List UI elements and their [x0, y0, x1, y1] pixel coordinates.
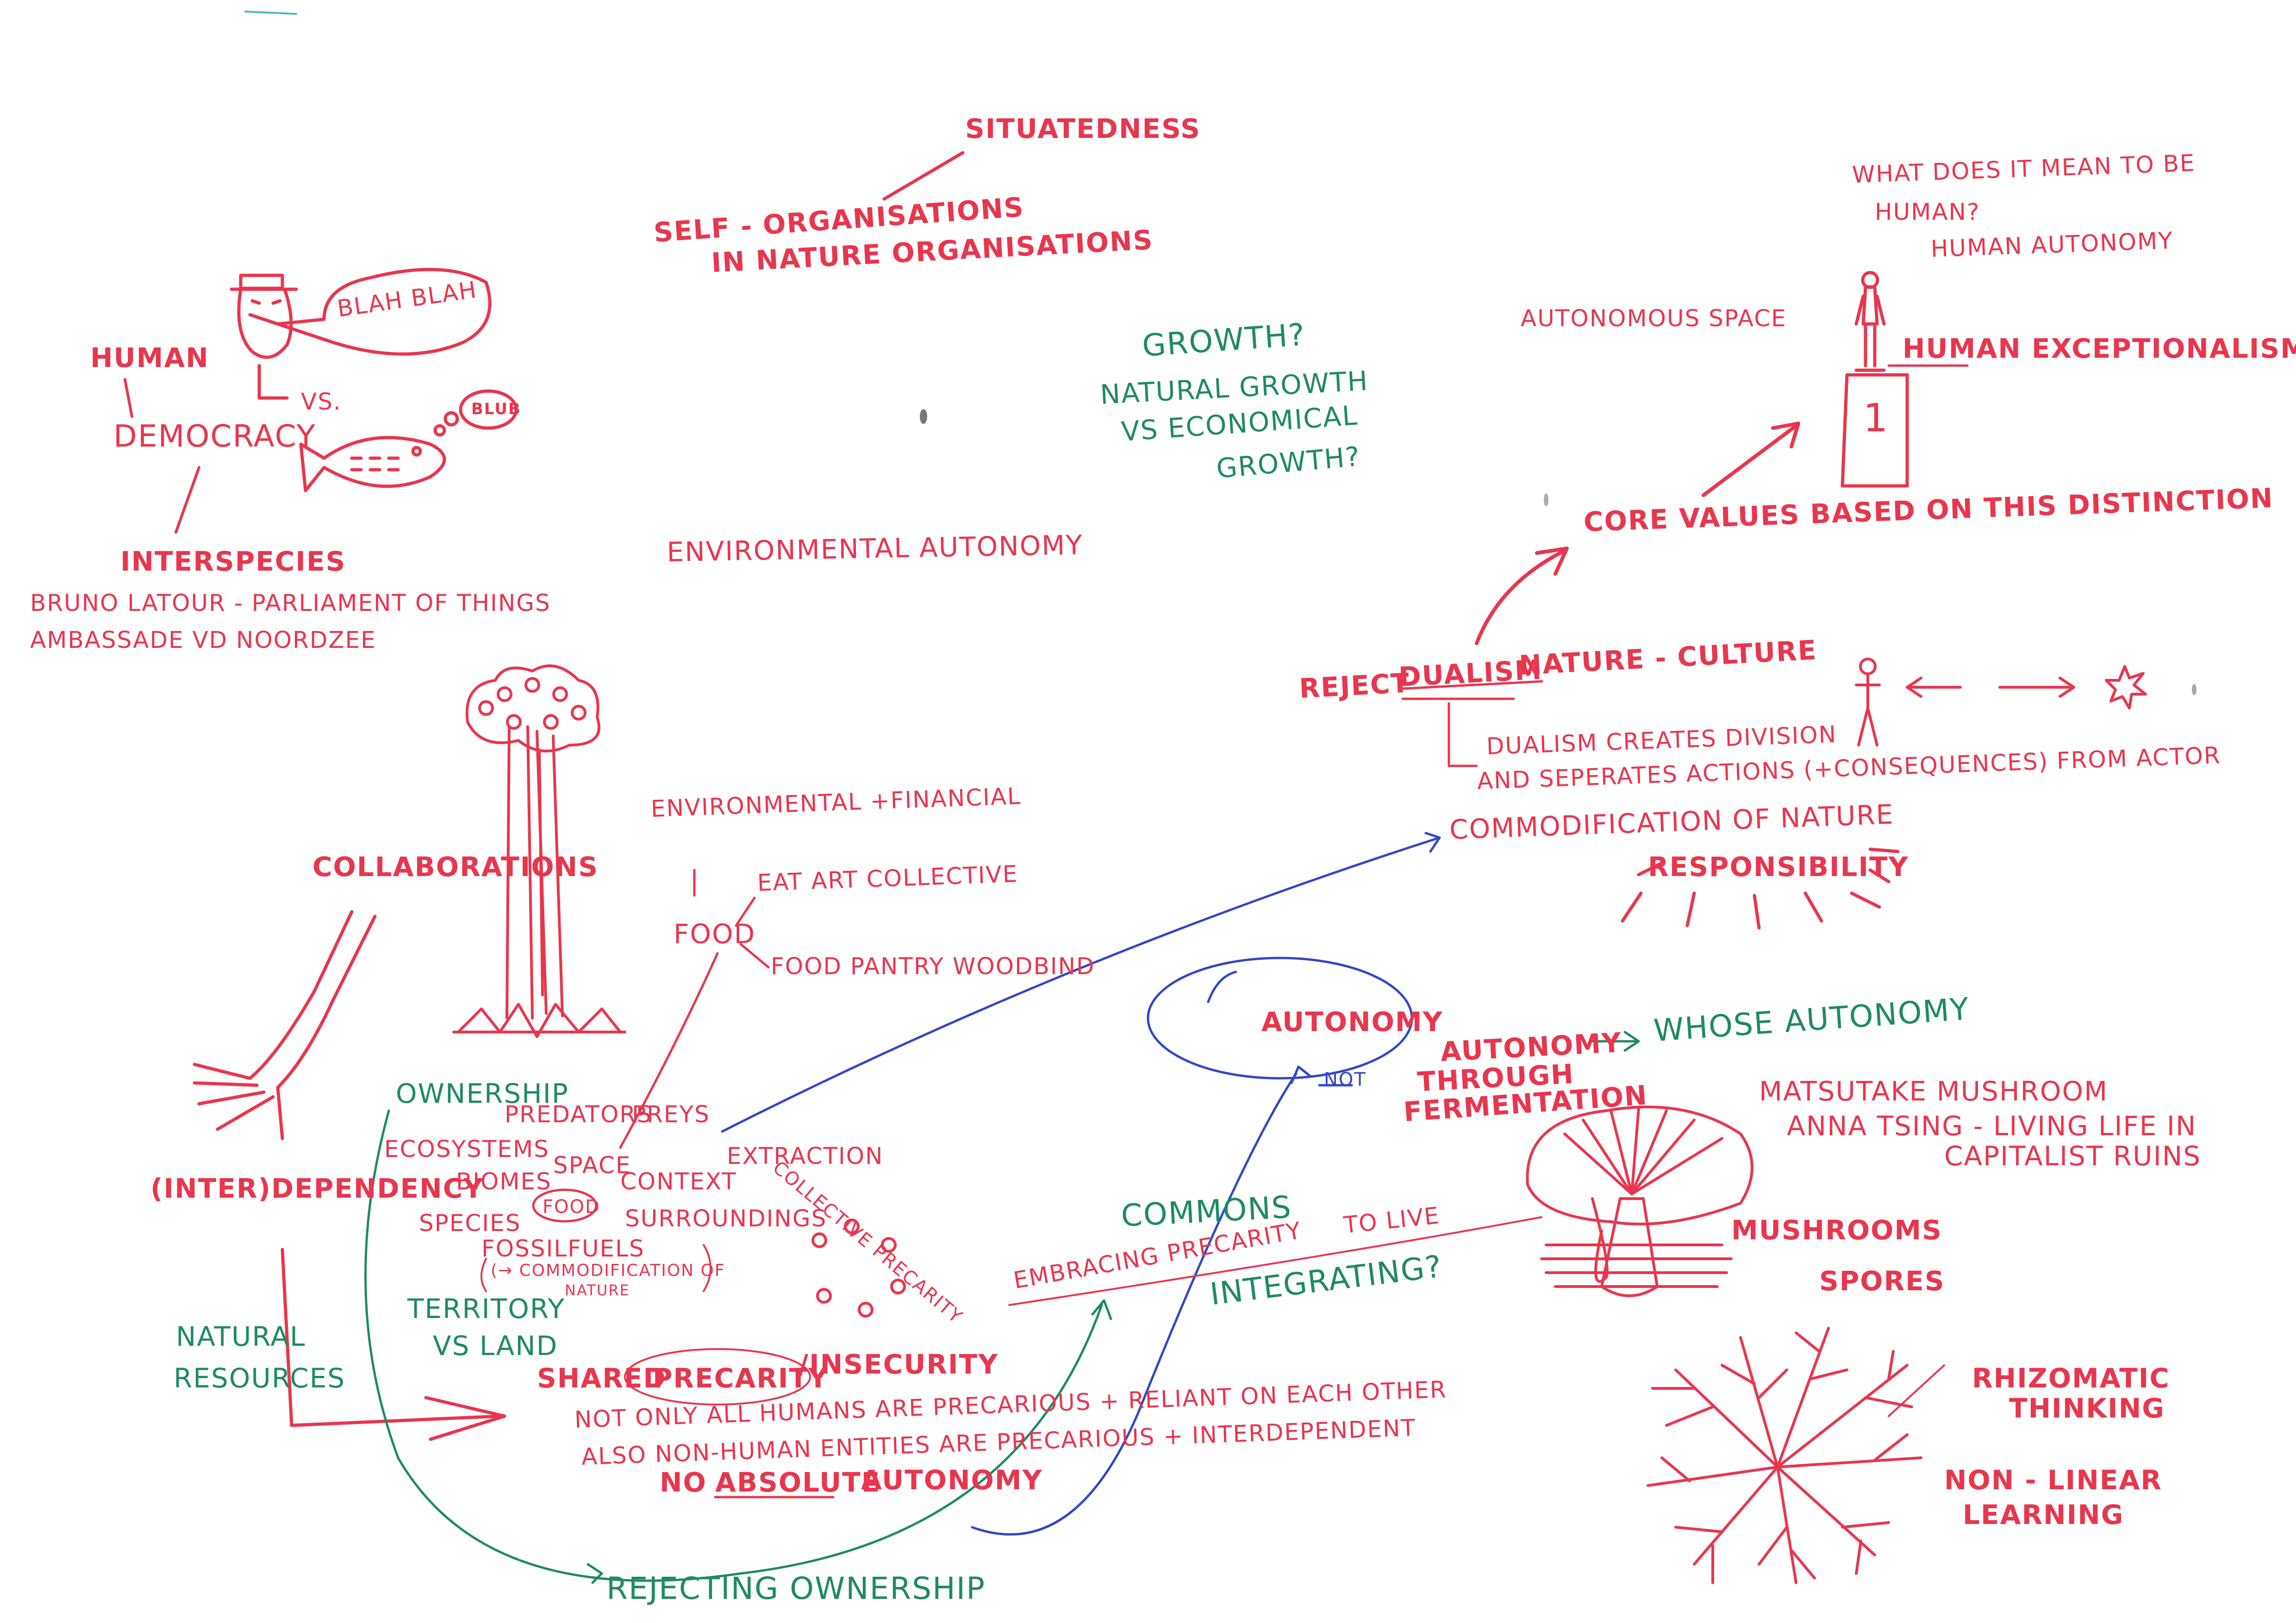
label-shared: SHARED	[537, 1362, 667, 1394]
label-species: SPECIES	[419, 1210, 521, 1237]
whose-arrow	[1592, 1032, 1639, 1051]
label-human-exceptionalism: HUMAN EXCEPTIONALISM	[1903, 333, 2296, 364]
reject-arrow	[1477, 548, 1567, 643]
label-anna-tsing: ANNA TSING - LIVING LIFE IN	[1787, 1110, 2197, 1142]
label-not: NOT	[1324, 1069, 1366, 1090]
smudge-dot-2	[1544, 493, 1548, 506]
label-ecosystems: ECOSYSTEMS	[384, 1136, 549, 1163]
fish-drawing	[301, 391, 516, 491]
label-non-linear: NON - LINEAR	[1944, 1464, 2163, 1496]
blue-connector-lines	[722, 833, 1440, 1535]
label-interdependency: (INTER)DEPENDENCY	[150, 1173, 484, 1204]
rhizome-drawing	[1648, 1328, 1921, 1583]
label-predators: PREDATORS	[505, 1101, 652, 1128]
label-food-pantry: FOOD PANTRY WOODBIND	[771, 953, 1095, 980]
label-preys: PREYS	[632, 1101, 710, 1128]
label-no: NO	[660, 1467, 707, 1498]
label-extraction: EXTRACTION	[727, 1143, 884, 1169]
label-spores: SPORES	[1819, 1265, 1945, 1297]
food-connector-lines	[620, 870, 768, 1148]
label-situatedness: SITUATEDNESS	[965, 113, 1201, 144]
label-vs-land: VS LAND	[433, 1330, 558, 1362]
collective-precarity-circles	[813, 1220, 905, 1316]
autonomy-ellipse	[1148, 958, 1412, 1078]
label-latour: BRUNO LATOUR - PARLIAMENT OF THINGS	[30, 590, 551, 616]
label-collaborations: COLLABORATIONS	[312, 851, 599, 883]
small-human-and-star	[1856, 659, 2146, 745]
responsibility-rays	[1622, 849, 1898, 928]
label-vs: VS.	[301, 388, 342, 415]
label-learning: LEARNING	[1963, 1499, 2124, 1530]
label-human: HUMAN	[90, 342, 209, 373]
label-blub: BLUB	[471, 400, 521, 418]
natural-resources-arrow	[282, 1250, 505, 1439]
label-natural: NATURAL	[176, 1321, 306, 1352]
label-food-circle: FOOD	[543, 1196, 600, 1218]
label-autonomous-space: AUTONOMOUS SPACE	[1521, 305, 1787, 332]
label-surroundings: SURROUNDINGS	[625, 1205, 827, 1232]
label-interspecies: INTERSPECIES	[120, 546, 346, 577]
label-space: SPACE	[553, 1152, 631, 1179]
mushroom-drawing	[1527, 1107, 1752, 1296]
smudge-dot	[920, 409, 927, 424]
label-precarity: PRECARITY	[653, 1362, 829, 1394]
label-resources: RESOURCES	[174, 1362, 346, 1394]
label-autonomy-end: AUTONOMY	[861, 1464, 1043, 1496]
label-territory: TERRITORY	[407, 1293, 565, 1325]
label-autonomy: AUTONOMY	[1261, 1006, 1443, 1038]
top-mark	[245, 12, 296, 14]
label-capitalist-ruins: CAPITALIST RUINS	[1944, 1140, 2202, 1172]
precarity-circle	[625, 1349, 810, 1405]
label-responsibility: RESPONSIBILITY	[1648, 851, 1909, 883]
commodification-bracket	[481, 1245, 711, 1291]
label-human-q: HUMAN?	[1875, 199, 1980, 225]
label-food: FOOD	[674, 918, 756, 950]
label-biomes: BIOMES	[456, 1168, 552, 1195]
label-context: CONTEXT	[620, 1168, 737, 1195]
label-rhizomatic: RHIZOMATIC	[1972, 1362, 2170, 1394]
smudge-dot-3	[2192, 684, 2196, 695]
man-figure-drawing	[231, 275, 296, 398]
situatedness-line	[884, 153, 963, 199]
label-matsutake: MATSUTAKE MUSHROOM	[1759, 1076, 2109, 1107]
reject-dualism-line	[1403, 699, 1514, 766]
label-commodification-of: (→ COMMODIFICATION OF	[491, 1261, 725, 1280]
label-podium-number: 1	[1863, 395, 1889, 441]
speech-bubble-drawing	[278, 269, 490, 354]
label-democracy: DEMOCRACY	[113, 418, 316, 454]
label-fossil-fuels: FOSSILFUELS	[481, 1235, 645, 1262]
human-democracy-lines	[125, 379, 199, 532]
label-thinking: THINKING	[2009, 1393, 2165, 1424]
label-ownership: OWNERSHIP	[396, 1078, 569, 1109]
label-reject: REJECT	[1298, 667, 1411, 704]
label-ambassade: AMBASSADE VD NOORDZEE	[30, 627, 376, 653]
label-mushrooms: MUSHROOMS	[1731, 1214, 1942, 1246]
label-rejecting-ownership: REJECTING OWNERSHIP	[606, 1571, 986, 1606]
tree-drawing	[454, 666, 625, 1037]
food-circle	[533, 1190, 596, 1221]
to-live-line	[1009, 1217, 1541, 1305]
core-values-arrow	[1703, 423, 1798, 495]
rhizome-connector	[1889, 1365, 1944, 1416]
label-absolute: ABSOLUTE	[715, 1467, 881, 1498]
podium-figure-drawing	[1842, 273, 1907, 486]
label-nature-small: NATURE	[565, 1281, 630, 1299]
rejecting-ownership-arc	[366, 1111, 1111, 1583]
hand-drawing	[194, 912, 375, 1138]
label-insecurity: /INSECURITY	[799, 1349, 999, 1380]
